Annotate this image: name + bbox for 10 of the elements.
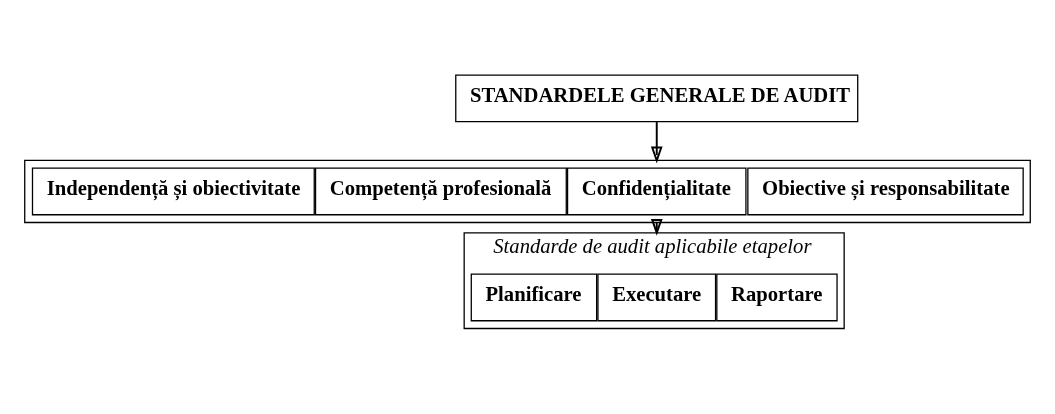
node-box: Confidențialitate bbox=[566, 167, 747, 216]
cluster bbox=[24, 159, 1031, 224]
node-box: Competență profesională bbox=[314, 167, 567, 216]
node-box: Raportare bbox=[716, 273, 838, 322]
arrow bbox=[650, 121, 663, 164]
node-box: Independență și obiectivitate bbox=[31, 167, 315, 216]
node-box: Planificare bbox=[470, 273, 598, 322]
node-box: Executare bbox=[597, 273, 717, 322]
node-box: Obiective și responsabilitate bbox=[747, 167, 1024, 216]
node-box: STANDARDELE GENERALE DE AUDIT bbox=[455, 74, 859, 123]
